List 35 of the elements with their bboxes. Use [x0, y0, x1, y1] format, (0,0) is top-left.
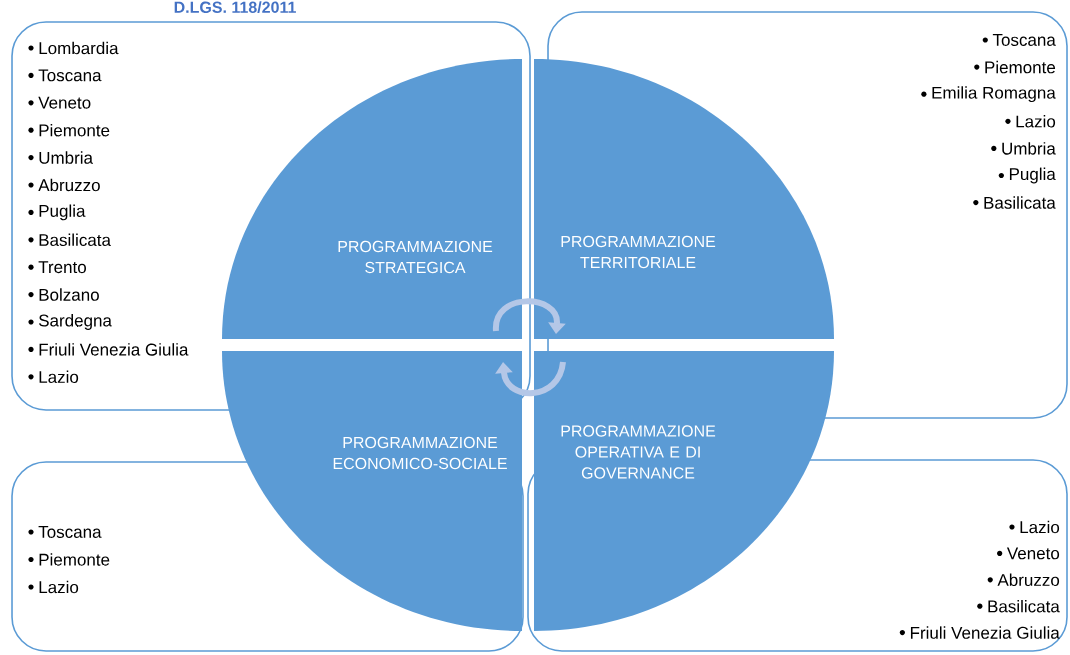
list-item: Lazio — [1016, 115, 1056, 128]
list-item: Umbria — [1002, 142, 1056, 155]
list-item: Friuli Venezia Giulia — [39, 343, 189, 356]
list-item: Basilicata — [39, 233, 111, 247]
list-item: Friuli Venezia Giulia — [910, 626, 1060, 639]
list-item: Abruzzo — [38, 178, 100, 192]
list-item: Veneto — [1006, 547, 1060, 560]
list-item: Lazio — [39, 580, 79, 594]
list-item: Puglia — [39, 204, 86, 221]
list-item: Puglia — [1009, 167, 1056, 184]
list-item: Umbria — [39, 151, 93, 164]
quadrant: PROGRAMMAZIONE STRATEGICA — [222, 59, 522, 339]
list-item: Toscana — [38, 526, 102, 538]
list-item: Bolzano — [39, 288, 99, 301]
list-item: Toscana — [992, 34, 1056, 46]
quadrant: PROGRAMMAZIONE ECONOMICO-SOCIALE — [222, 351, 522, 631]
list-item: Veneto — [38, 96, 91, 109]
list-item: Lazio — [39, 370, 79, 384]
list-item: Trento — [38, 261, 86, 274]
list-item: Piemonte — [39, 553, 110, 566]
list-item: Piemonte — [39, 123, 110, 137]
quadrant: PROGRAMMAZIONE TERRITORIALE — [534, 59, 834, 339]
title: D.LGS. 118/2011 — [174, 1, 296, 14]
list-item: Basilicata — [984, 196, 1056, 209]
list-item: Lombardia — [39, 41, 119, 55]
cycle-arrow — [493, 298, 566, 334]
list-item: Toscana — [38, 69, 102, 82]
list-item: Emilia Romagna — [932, 86, 1056, 103]
quadrant: PROGRAMMAZIONE OPERATIVA E DI GOVERNANCE — [534, 351, 834, 631]
list-item: Sardegna — [39, 314, 112, 330]
list-item: Lazio — [1020, 520, 1060, 534]
list-item: Basilicata — [988, 599, 1060, 613]
list-item: Abruzzo — [997, 573, 1060, 587]
list-item: Piemonte — [985, 60, 1056, 74]
cycle-arrow — [495, 361, 566, 396]
